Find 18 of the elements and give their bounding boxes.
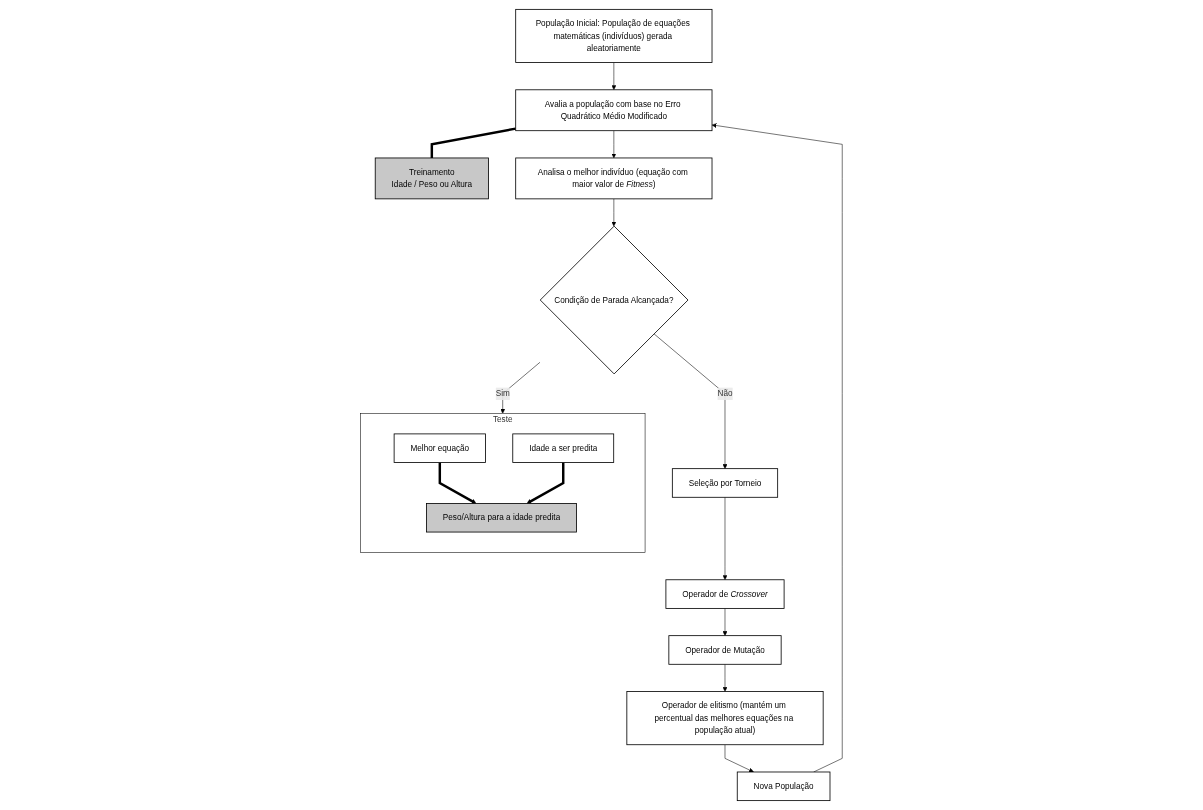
connector — [430, 127, 517, 158]
edge-label: Não — [717, 388, 733, 398]
node-box: Nova População — [737, 771, 831, 802]
edge-label: Sim — [495, 388, 510, 398]
node-box: Operador de Crossover — [665, 579, 785, 609]
node-diamond: Condição de Parada Alcançada? — [540, 225, 689, 375]
arrow — [526, 462, 565, 504]
node-box: Seleção por Torneio — [672, 468, 779, 498]
node-box: Analisa o melhor indivíduo (equação com maior valor de Fitness) — [515, 157, 713, 200]
node-box: Melhor equação — [393, 433, 487, 463]
node-box: Operador de elitismo (mantém um percentual das melhores equações na população atual) — [626, 691, 824, 746]
node-box: Peso/Altura para a idade predita — [426, 503, 578, 533]
node-box: Avalia a população com base no Erro Quadrático Médio Modificado — [515, 89, 713, 132]
node-box: Idade a ser predita — [512, 433, 615, 463]
node-box: Operador de Mutação — [668, 635, 782, 665]
arrow — [438, 462, 477, 504]
node-box: População Inicial: População de equações matemáticas (indivíduos) gerada aleatoriamente — [515, 8, 713, 63]
node-box: Treinamento Idade / Peso ou Altura — [375, 157, 490, 200]
